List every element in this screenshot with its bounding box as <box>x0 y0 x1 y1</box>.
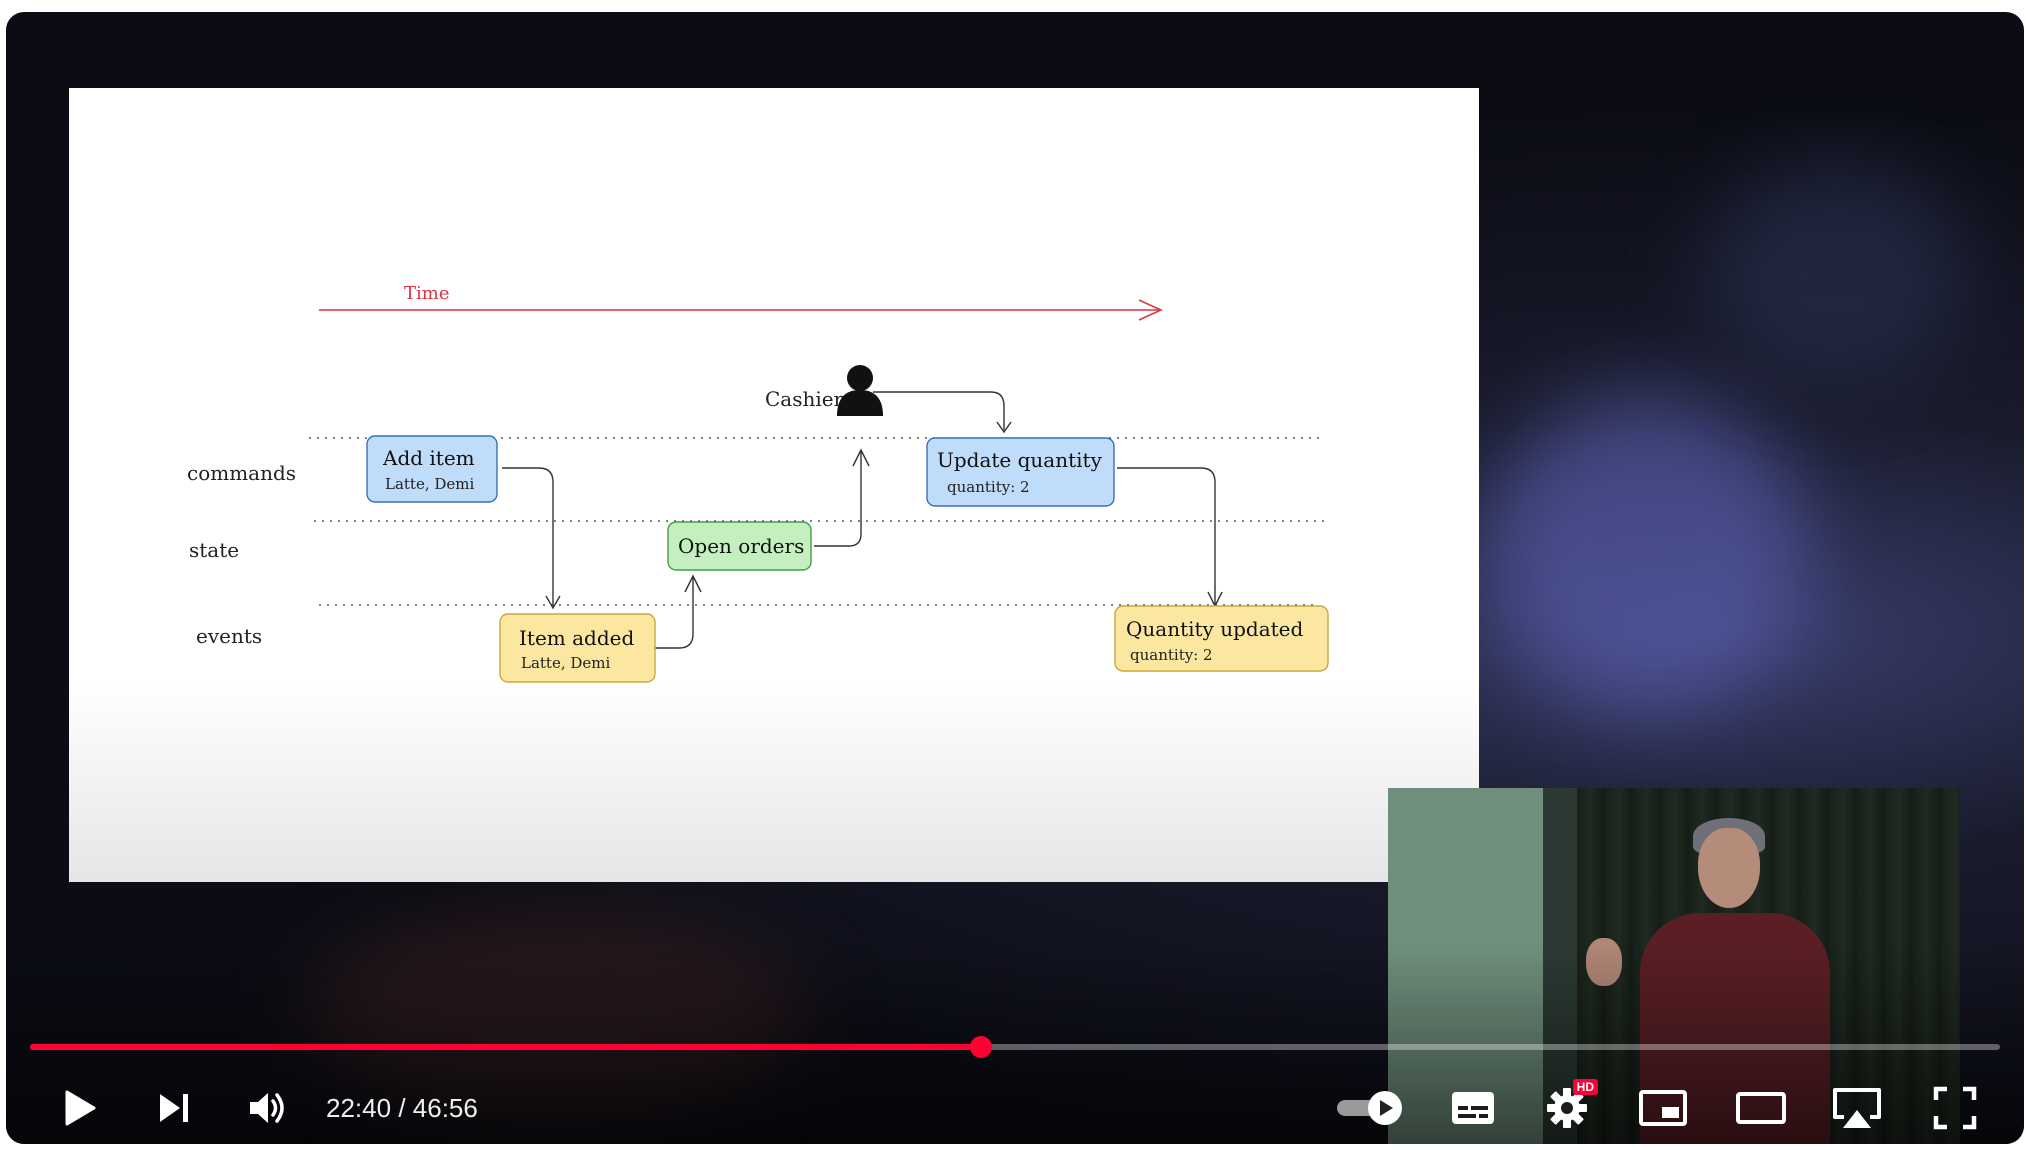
cashier-label: Cashier <box>765 387 844 411</box>
hd-badge: HD <box>1572 1079 1598 1095</box>
item-added-detail: Latte, Demi <box>521 654 610 672</box>
theater-mode-button[interactable] <box>1726 1078 1796 1138</box>
row-label-commands: commands <box>187 461 296 485</box>
arrow-head <box>996 421 1012 434</box>
cashier-person-icon <box>837 365 883 416</box>
fullscreen-icon <box>1933 1086 1977 1130</box>
add-item-to-item-added-arrow <box>502 467 554 606</box>
update-to-quantity-updated-arrow <box>1117 467 1216 604</box>
next-button[interactable] <box>142 1078 206 1138</box>
row-label-state: state <box>189 538 239 562</box>
theater-mode-icon <box>1736 1092 1786 1124</box>
arrow-head <box>684 574 702 593</box>
video-player[interactable]: Time commands state events Cashier <box>6 12 2024 1144</box>
arrow-head <box>852 448 870 467</box>
next-icon <box>160 1094 188 1122</box>
cashier-to-update-arrow <box>873 391 1005 430</box>
volume-icon <box>250 1093 284 1123</box>
item-added-title: Item added <box>519 626 634 650</box>
current-time: 22:40 <box>326 1093 392 1123</box>
airplay-icon <box>1833 1088 1881 1128</box>
add-item-title: Add item <box>382 446 475 470</box>
play-button[interactable] <box>48 1078 112 1138</box>
open-orders-title: Open orders <box>678 534 804 558</box>
event-quantity-updated: Quantity updated quantity: 2 <box>1114 605 1329 672</box>
autoplay-toggle-icon <box>1337 1091 1402 1125</box>
miniplayer-button[interactable] <box>1628 1078 1698 1138</box>
volume-button[interactable] <box>236 1078 300 1138</box>
airplay-button[interactable] <box>1822 1078 1892 1138</box>
add-item-detail: Latte, Demi <box>385 475 474 493</box>
command-update-quantity: Update quantity quantity: 2 <box>926 437 1115 507</box>
subtitles-button[interactable] <box>1438 1078 1508 1138</box>
time-arrow-head <box>1138 299 1163 321</box>
command-add-item: Add item Latte, Demi <box>366 435 498 503</box>
time-label: Time <box>404 283 449 304</box>
time-display: 22:40 / 46:56 <box>326 1088 478 1128</box>
scrubber-handle[interactable] <box>970 1036 993 1058</box>
quantity-updated-detail: quantity: 2 <box>1130 646 1213 664</box>
update-quantity-title: Update quantity <box>937 448 1103 472</box>
background-blur <box>1706 162 1966 382</box>
subtitles-icon <box>1452 1092 1494 1124</box>
settings-button[interactable]: HD <box>1532 1078 1602 1138</box>
event-item-added: Item added Latte, Demi <box>499 613 656 683</box>
quantity-updated-title: Quantity updated <box>1126 617 1303 641</box>
duration: 46:56 <box>412 1093 478 1123</box>
progress-bar[interactable] <box>30 1036 2000 1058</box>
arrow-head <box>545 595 561 610</box>
update-quantity-detail: quantity: 2 <box>947 478 1030 496</box>
presentation-slide: Time commands state events Cashier <box>69 88 1479 882</box>
background-blur <box>1486 392 1806 712</box>
row-label-events: events <box>196 624 262 648</box>
miniplayer-icon <box>1639 1090 1687 1126</box>
event-model-diagram: Time commands state events Cashier <box>187 283 1329 683</box>
fullscreen-button[interactable] <box>1920 1078 1990 1138</box>
settings-gear-icon <box>1547 1088 1587 1128</box>
play-icon <box>65 1090 96 1126</box>
state-open-orders: Open orders <box>667 521 812 571</box>
progress-played <box>30 1044 982 1050</box>
open-orders-to-cashier-arrow <box>814 450 862 547</box>
time-separator: / <box>398 1093 406 1123</box>
autoplay-toggle[interactable] <box>1331 1078 1411 1138</box>
speaker-head <box>1698 828 1760 908</box>
item-added-to-open-orders-arrow <box>655 578 694 649</box>
